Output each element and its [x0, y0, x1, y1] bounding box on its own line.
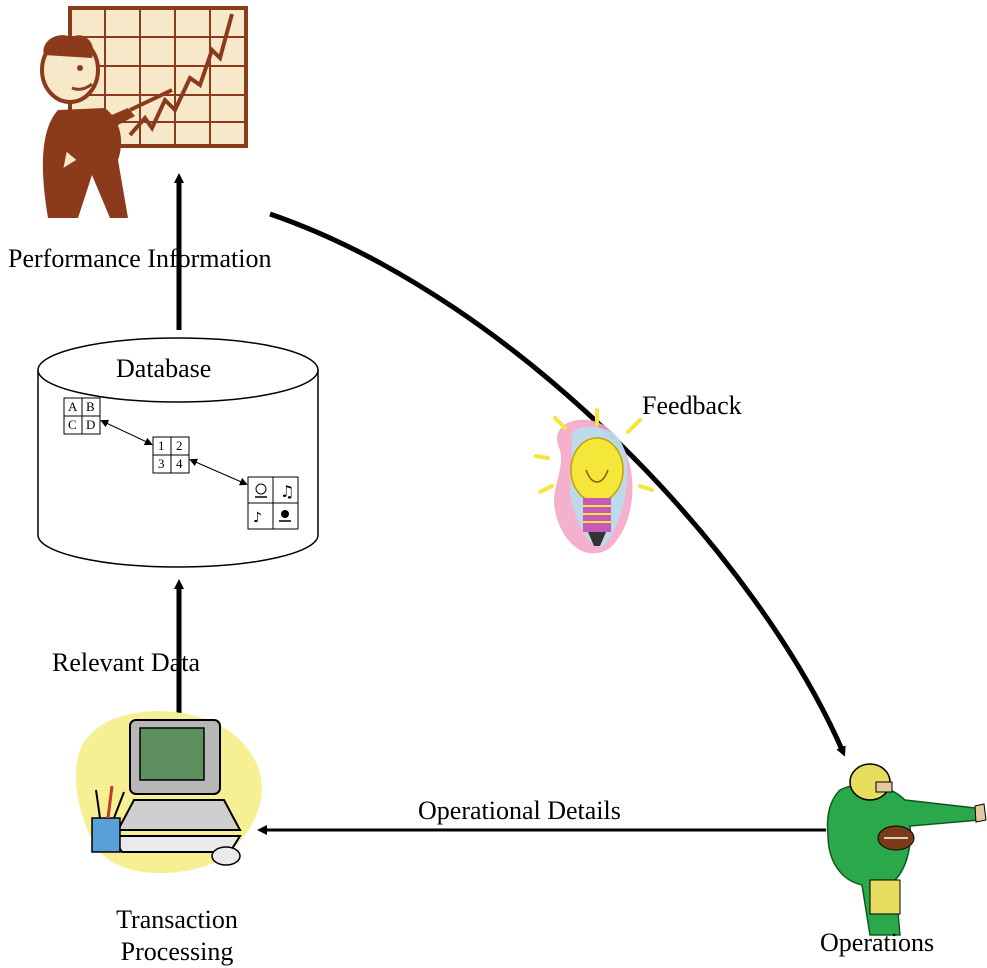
db-table-numbers — [152, 436, 190, 474]
cell-a: A — [68, 399, 78, 414]
performance-information-label: Performance Information — [8, 244, 272, 273]
computer-icon — [75, 711, 262, 874]
presenter-chart-icon — [40, 6, 248, 218]
feedback-label: Feedback — [642, 391, 742, 420]
transaction-label-line2: Processing — [120, 937, 234, 966]
db-table-letters — [63, 397, 101, 435]
db-link-2 — [189, 458, 248, 486]
operational-details-label: Operational Details — [418, 796, 621, 825]
transaction-processing-label: Transaction Processing — [92, 904, 262, 968]
operations-label: Operations — [820, 928, 935, 957]
database-label: Database — [116, 354, 212, 383]
cell-4: 4 — [176, 456, 183, 471]
cell-c: C — [68, 417, 77, 432]
cell-d: D — [86, 417, 96, 432]
arrow-feedback — [269, 211, 846, 757]
transaction-label-line1: Transaction — [116, 905, 238, 934]
db-table-numbers-cells: 1 2 3 4 — [153, 437, 189, 473]
cell-3: 3 — [158, 456, 165, 471]
cell-2: 2 — [176, 438, 183, 453]
db-link-1 — [100, 419, 153, 446]
football-player-icon — [826, 763, 987, 936]
db-table-media: ♫ ♪ — [247, 476, 299, 530]
lightbulb-icon — [534, 408, 654, 554]
db-table-letters-cells: A B C D — [64, 398, 100, 434]
relevant-data-label: Relevant Data — [52, 648, 200, 677]
svg-text:♫: ♫ — [280, 482, 294, 501]
svg-text:♪: ♪ — [253, 510, 262, 526]
cell-b: B — [86, 399, 95, 414]
cell-1: 1 — [158, 438, 165, 453]
